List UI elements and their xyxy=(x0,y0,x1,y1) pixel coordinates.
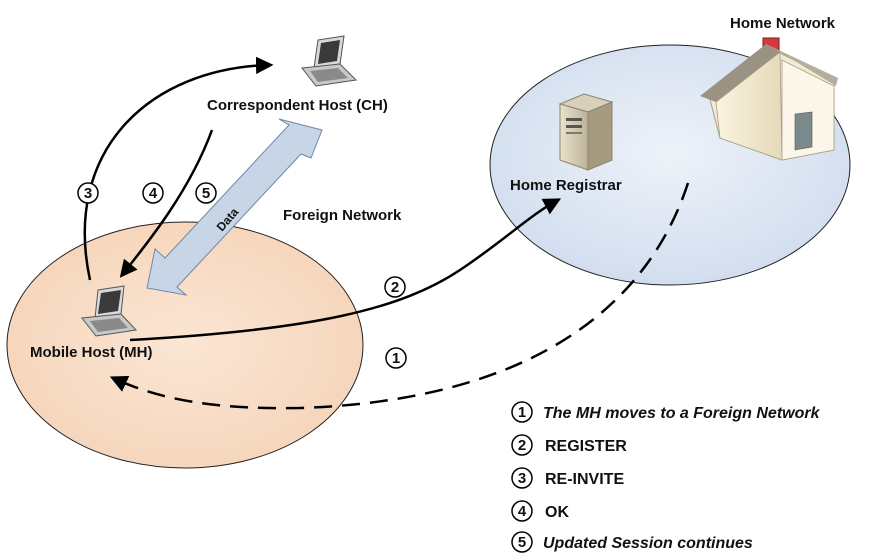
legend-item-text: The MH moves to a Foreign Network xyxy=(543,405,821,422)
step-marker-4: 4 xyxy=(142,182,164,204)
svg-text:1: 1 xyxy=(392,350,400,367)
legend-item: 1 The MH moves to a Foreign Network xyxy=(511,401,821,423)
legend-item: 4 OK xyxy=(511,500,569,522)
move-arrow xyxy=(109,182,690,410)
house-icon xyxy=(700,37,838,161)
legend-item-text: REGISTER xyxy=(545,438,627,455)
step-marker-3: 3 xyxy=(77,182,99,204)
foreign-network-area xyxy=(6,221,364,469)
mobile-laptop-icon xyxy=(81,285,138,337)
correspondent-laptop-icon xyxy=(301,35,358,87)
register-arrow xyxy=(129,198,562,342)
legend: 1 The MH moves to a Foreign Network 2 RE… xyxy=(511,401,821,553)
svg-text:2: 2 xyxy=(518,437,526,454)
ok-arrow xyxy=(119,129,214,278)
server-icon xyxy=(558,93,614,171)
legend-item-text: Updated Session continues xyxy=(543,535,753,552)
legend-item-text: OK xyxy=(545,504,569,521)
step-marker-1: 1 xyxy=(385,347,407,369)
legend-item: 2 REGISTER xyxy=(511,434,627,456)
svg-text:3: 3 xyxy=(84,185,92,202)
mobile-host-label: Mobile Host (MH) xyxy=(30,344,152,361)
data-arrow: Data xyxy=(146,118,323,296)
legend-item-text: RE-INVITE xyxy=(545,471,624,488)
svg-text:3: 3 xyxy=(518,470,526,487)
re-invite-arrow xyxy=(83,56,274,281)
step-marker-2: 2 xyxy=(384,276,406,298)
home-network-label: Home Network xyxy=(730,15,836,32)
svg-text:4: 4 xyxy=(518,503,527,520)
svg-text:2: 2 xyxy=(391,279,399,296)
svg-text:4: 4 xyxy=(149,185,158,202)
svg-text:5: 5 xyxy=(202,185,210,202)
home-registrar-label: Home Registrar xyxy=(510,177,622,194)
foreign-network-label: Foreign Network xyxy=(283,207,402,224)
legend-item: 5 Updated Session continues xyxy=(511,531,753,553)
svg-text:1: 1 xyxy=(518,404,526,421)
legend-item: 3 RE-INVITE xyxy=(511,467,624,489)
svg-text:5: 5 xyxy=(518,534,526,551)
correspondent-host-label: Correspondent Host (CH) xyxy=(207,97,388,114)
step-marker-5: 5 xyxy=(195,182,217,204)
